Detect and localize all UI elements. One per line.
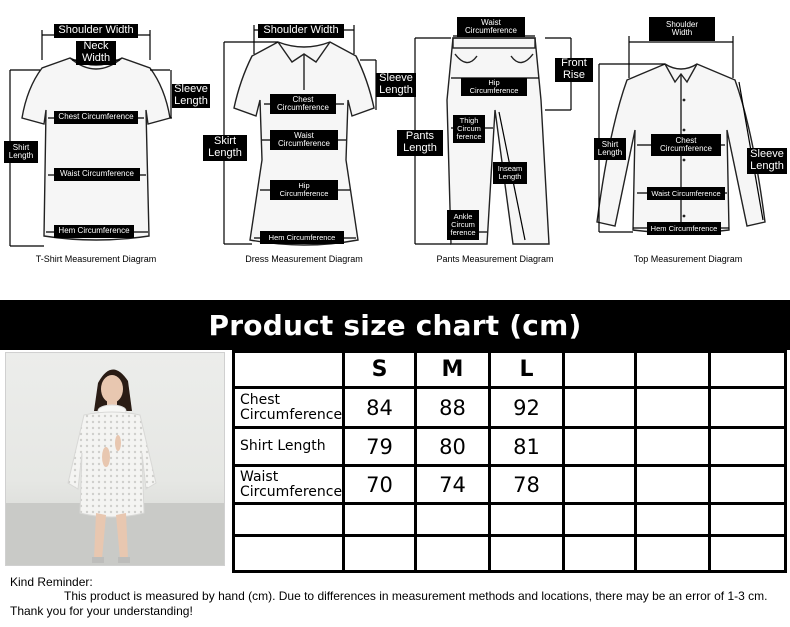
row-label — [232, 534, 345, 573]
value-cell: 70 — [342, 464, 417, 505]
tshirt-caption: T-Shirt Measurement Diagram — [35, 254, 157, 264]
tshirt-waist-tag: Waist Circumference — [54, 168, 140, 181]
top-diagram: Shoulder Width Shirt Length Chest Circum… — [593, 0, 790, 270]
pants-ankle-tag: Ankle Circum ference — [447, 210, 479, 240]
size-header-cell: S — [342, 350, 417, 389]
table-row — [232, 502, 787, 537]
reminder-title: Kind Reminder: — [10, 575, 93, 589]
row-label: Shirt Length — [232, 426, 345, 467]
dress-diagram: Shoulder Width Sleeve Length Skirt Lengt… — [198, 0, 416, 270]
pants-length-tag: Pants Length — [397, 130, 443, 156]
tshirt-shoulder-width-tag: Shoulder Width — [54, 24, 138, 38]
value-cell — [488, 534, 565, 573]
value-cell: 79 — [342, 426, 417, 467]
tshirt-hem-tag: Hem Circumference — [54, 225, 134, 238]
header-corner-cell — [232, 350, 345, 389]
top-hem-tag: Hem Circumference — [647, 222, 721, 235]
row-label: Waist Circumference — [232, 464, 345, 505]
dress-waist-tag: Waist Circumference — [270, 130, 338, 150]
dress-hip-tag: Hip Circumference — [270, 180, 338, 200]
value-cell — [634, 502, 711, 537]
dress-skirt-length-tag: Skirt Length — [203, 135, 247, 161]
value-cell: 78 — [488, 464, 565, 505]
product-photo — [5, 352, 225, 566]
top-caption: Top Measurement Diagram — [633, 254, 743, 264]
value-cell — [708, 464, 787, 505]
pants-caption: Pants Measurement Diagram — [436, 254, 554, 264]
size-header-cell — [708, 350, 787, 389]
table-row: Waist Circumference 70 74 78 — [232, 464, 787, 505]
size-header-cell — [634, 350, 711, 389]
model-illustration — [6, 369, 224, 565]
tshirt-chest-tag: Chest Circumference — [54, 111, 138, 124]
value-cell — [634, 534, 711, 573]
value-cell — [342, 534, 417, 573]
value-cell — [634, 464, 711, 505]
top-shoulder-width-tag: Shoulder Width — [649, 17, 715, 41]
value-cell — [414, 502, 491, 537]
pants-outline — [414, 35, 572, 245]
table-row: Chest Circumference 84 88 92 — [232, 386, 787, 429]
value-cell: 92 — [488, 386, 565, 429]
reminder-body: This product is measured by hand (cm). D… — [10, 589, 768, 618]
pants-waist-tag: Waist Circumference — [457, 17, 525, 37]
value-cell — [562, 426, 637, 467]
row-label: Chest Circumference — [232, 386, 345, 429]
dress-shoulder-width-tag: Shoulder Width — [258, 24, 344, 38]
size-header-cell: L — [488, 350, 565, 389]
top-waist-tag: Waist Circumference — [647, 187, 725, 200]
pants-thigh-tag: Thigh Circum ference — [453, 115, 485, 143]
size-header-cell: M — [414, 350, 491, 389]
value-cell — [562, 534, 637, 573]
pants-diagram: Waist Circumference Front Rise Hip Circu… — [395, 0, 595, 270]
table-row: Shirt Length 79 80 81 — [232, 426, 787, 467]
value-cell: 88 — [414, 386, 491, 429]
value-cell — [342, 502, 417, 537]
pants-front-rise-tag: Front Rise — [555, 58, 593, 82]
pants-inseam-tag: Inseam Length — [493, 162, 527, 184]
value-cell — [634, 386, 711, 429]
dress-sleeve-length-tag: Sleeve Length — [376, 73, 416, 97]
dress-hem-tag: Hem Circumference — [260, 231, 344, 244]
value-cell — [708, 534, 787, 573]
tshirt-shirt-length-tag: Shirt Length — [4, 141, 38, 163]
top-chest-tag: Chest Circumference — [651, 134, 721, 156]
value-cell — [708, 386, 787, 429]
size-header-cell — [562, 350, 637, 389]
value-cell: 84 — [342, 386, 417, 429]
size-table: S M L Chest Circumference 84 88 92 Shirt… — [232, 350, 787, 573]
dress-caption: Dress Measurement Diagram — [245, 254, 363, 264]
value-cell — [708, 502, 787, 537]
value-cell — [562, 502, 637, 537]
row-label — [232, 502, 345, 537]
value-cell — [562, 386, 637, 429]
top-shirt-length-tag: Shirt Length — [594, 138, 626, 160]
tshirt-diagram: Shoulder Width Neck Width Sleeve Length … — [0, 0, 210, 270]
tshirt-neck-width-tag: Neck Width — [76, 41, 116, 65]
size-header-row: S M L — [232, 350, 787, 389]
tshirt-sleeve-length-tag: Sleeve Length — [172, 84, 210, 108]
top-sleeve-length-tag: Sleeve Length — [747, 148, 787, 174]
value-cell: 80 — [414, 426, 491, 467]
value-cell: 74 — [414, 464, 491, 505]
dress-chest-tag: Chest Circumference — [270, 94, 336, 114]
value-cell — [562, 464, 637, 505]
pants-hip-tag: Hip Circumference — [461, 78, 527, 96]
size-chart-title: Product size chart (cm) — [0, 300, 790, 350]
value-cell — [708, 426, 787, 467]
value-cell — [414, 534, 491, 573]
value-cell — [488, 502, 565, 537]
value-cell: 81 — [488, 426, 565, 467]
table-row — [232, 534, 787, 573]
value-cell — [634, 426, 711, 467]
